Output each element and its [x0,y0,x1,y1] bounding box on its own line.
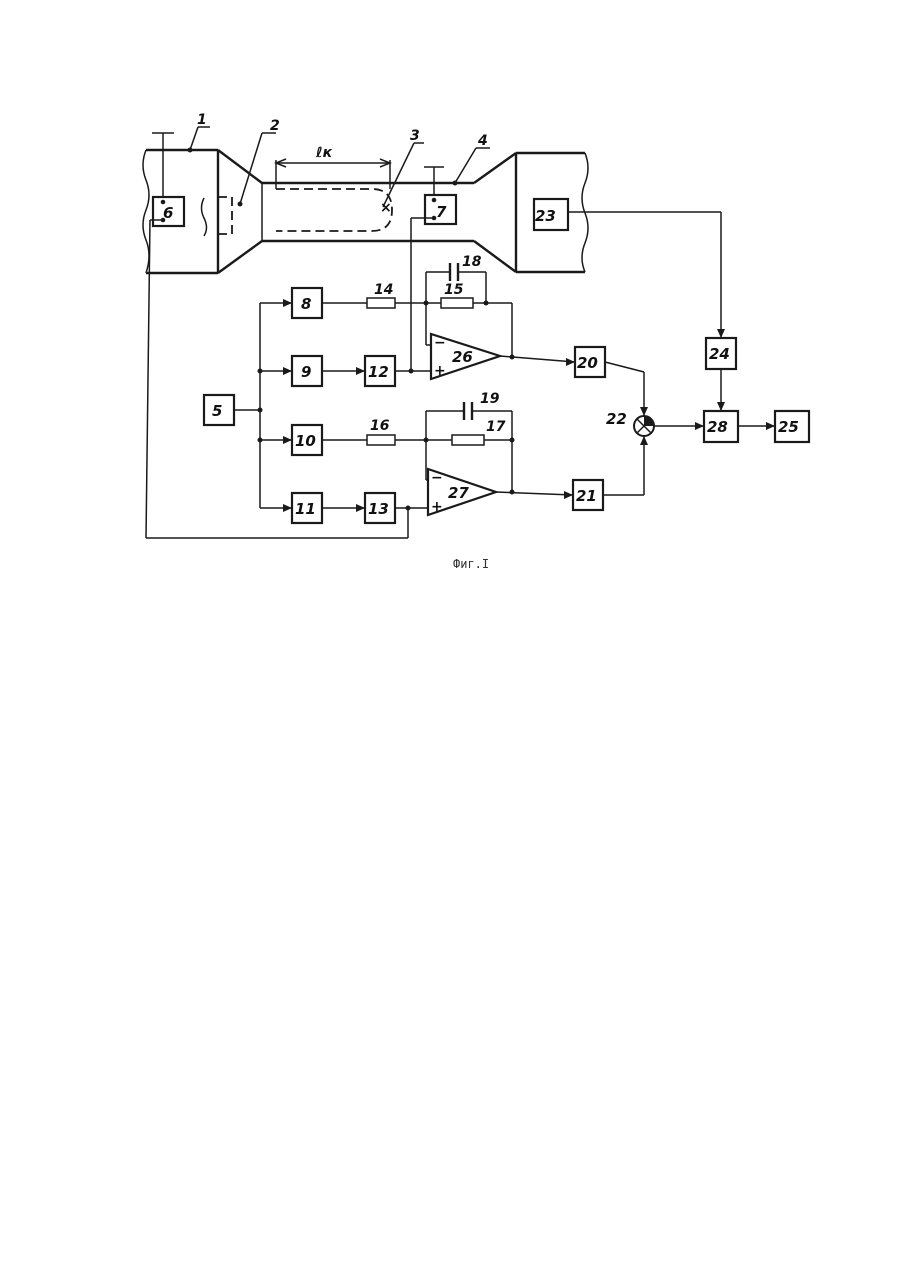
block-7: 7 [436,203,447,221]
opamp-27: 27 − + [428,469,496,515]
block-23: 23 [535,207,556,225]
resistor-15-label: 15 [444,282,464,298]
pipe-section: ℓк 1 2 × 3 4 [143,112,588,273]
resistor-16-label: 16 [370,418,390,434]
svg-text:+: + [431,499,443,515]
summator-label: 22 [606,410,627,428]
block-8: 8 [301,295,311,313]
capacitor-18-label: 18 [462,254,482,270]
block-9: 9 [301,363,311,381]
block-25: 25 [778,418,799,436]
length-label: ℓк [315,145,333,161]
capacitor-19: 19 [426,391,512,420]
opamp-26: 26 − + [431,334,500,379]
label-part-2: 2 [270,118,280,134]
block-6: 6 [163,204,173,222]
resistor-17-label: 17 [486,419,506,435]
opamp-27-label: 27 [448,484,469,502]
block-12: 12 [368,363,389,381]
block-13: 13 [368,500,389,518]
block-20: 20 [577,354,598,372]
figure-caption: Фиг.I [453,557,489,571]
block-10: 10 [295,432,316,450]
block-5: 5 [212,402,222,420]
block-28: 28 [707,418,728,436]
block-11: 11 [295,500,316,518]
summator-22: 22 [606,410,654,436]
svg-text:−: − [434,335,446,351]
svg-text:−: − [431,470,443,486]
opamp-26-label: 26 [452,348,473,366]
label-part-3: 3 [410,128,420,144]
block-24: 24 [709,345,730,363]
label-part-1: 1 [197,112,207,128]
capacitor-19-label: 19 [480,391,500,407]
sensor-7: 7 [424,167,456,224]
resistor-14-label: 14 [374,282,393,298]
x-mark: × [380,200,392,216]
sensor-6: 6 [152,133,184,226]
svg-text:+: + [434,363,446,379]
label-part-4: 4 [477,133,488,149]
block-21: 21 [576,487,597,505]
capacitor-18: 18 [426,254,486,281]
